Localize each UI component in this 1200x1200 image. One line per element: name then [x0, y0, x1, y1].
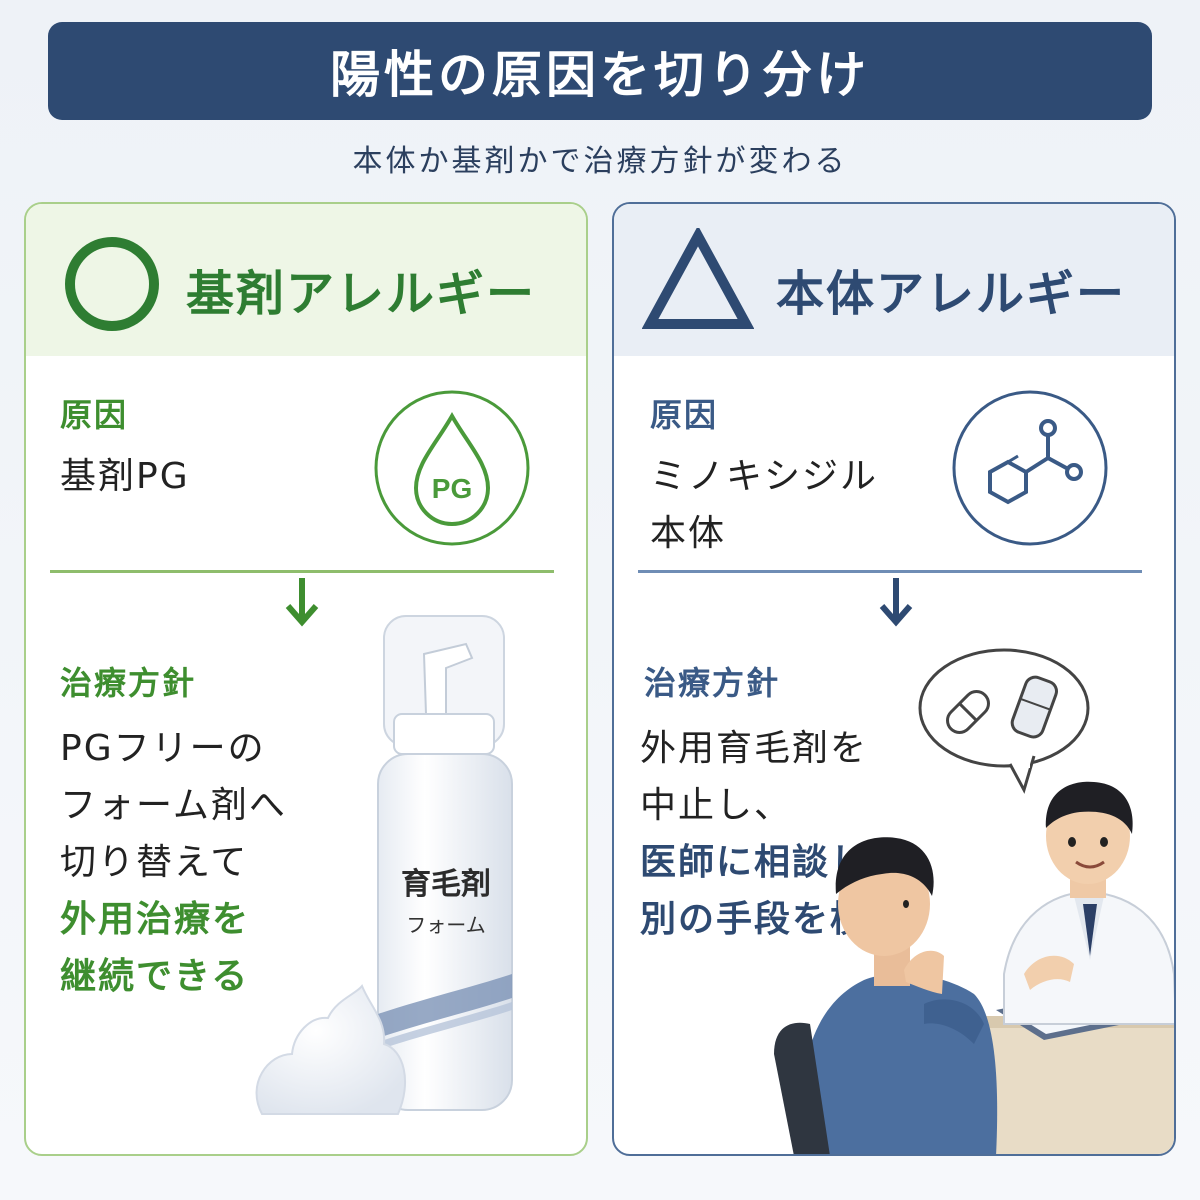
foam-bottle-illustration: 育毛剤 フォーム: [255, 615, 513, 1115]
base-allergy-panel: 基剤アレルギー 原因 基剤PG PG 治療方針 PGフリーの フォーム剤へ 切り…: [24, 202, 588, 1156]
cause-label: 原因: [650, 396, 719, 434]
triangle-icon: [642, 228, 754, 329]
pg-drop-icon: PG: [374, 390, 530, 546]
cause-text: 基剤PG: [60, 456, 190, 497]
product-name: 育毛剤: [401, 867, 491, 902]
cause-line: 本体: [650, 513, 727, 554]
arrow-down-icon: [879, 578, 913, 627]
policy-text: PGフリーの フォーム剤へ 切り替えて 外用治療を 継続できる: [60, 720, 287, 1005]
product-type: フォーム: [406, 913, 485, 937]
cause-line: ミノキシジル: [650, 456, 879, 497]
panel-header: 本体アレルギー: [614, 204, 1174, 356]
policy-highlight-line: 継続できる: [60, 956, 250, 997]
cause-label: 原因: [60, 396, 129, 434]
doctor-consultation-illustration: [774, 781, 1174, 1154]
policy-highlight-line: 外用治療を: [60, 899, 251, 940]
panel-header: 基剤アレルギー: [26, 204, 586, 356]
active-ingredient-allergy-panel: 本体アレルギー 原因 ミノキシジル 本体 治療方針 外用育毛剤を 中止し、 医師…: [612, 202, 1176, 1156]
policy-line: フォーム剤へ: [60, 785, 287, 826]
policy-label: 治療方針: [644, 664, 781, 702]
policy-label: 治療方針: [60, 664, 197, 702]
pill-speech-bubble-icon: [918, 648, 1090, 794]
page-title: 陽性の原因を切り分け: [330, 46, 870, 104]
policy-line: 外用育毛剤を: [640, 728, 869, 769]
arrow-down-icon: [285, 578, 319, 627]
page-subtitle: 本体か基剤かで治療方針が変わる: [352, 144, 848, 179]
cause-text: ミノキシジル 本体: [650, 448, 878, 562]
policy-line: PGフリーの: [60, 728, 266, 769]
panel-title: 基剤アレルギー: [186, 266, 537, 322]
circle-icon: [65, 237, 159, 331]
policy-line: 中止し、: [640, 785, 793, 826]
policy-line: 切り替えて: [60, 842, 249, 883]
panel-title: 本体アレルギー: [776, 266, 1127, 322]
title-banner: 陽性の原因を切り分け: [48, 22, 1152, 120]
divider: [50, 570, 554, 573]
divider: [638, 570, 1142, 573]
pg-icon-text: PG: [432, 473, 472, 504]
molecule-icon: [952, 390, 1108, 546]
